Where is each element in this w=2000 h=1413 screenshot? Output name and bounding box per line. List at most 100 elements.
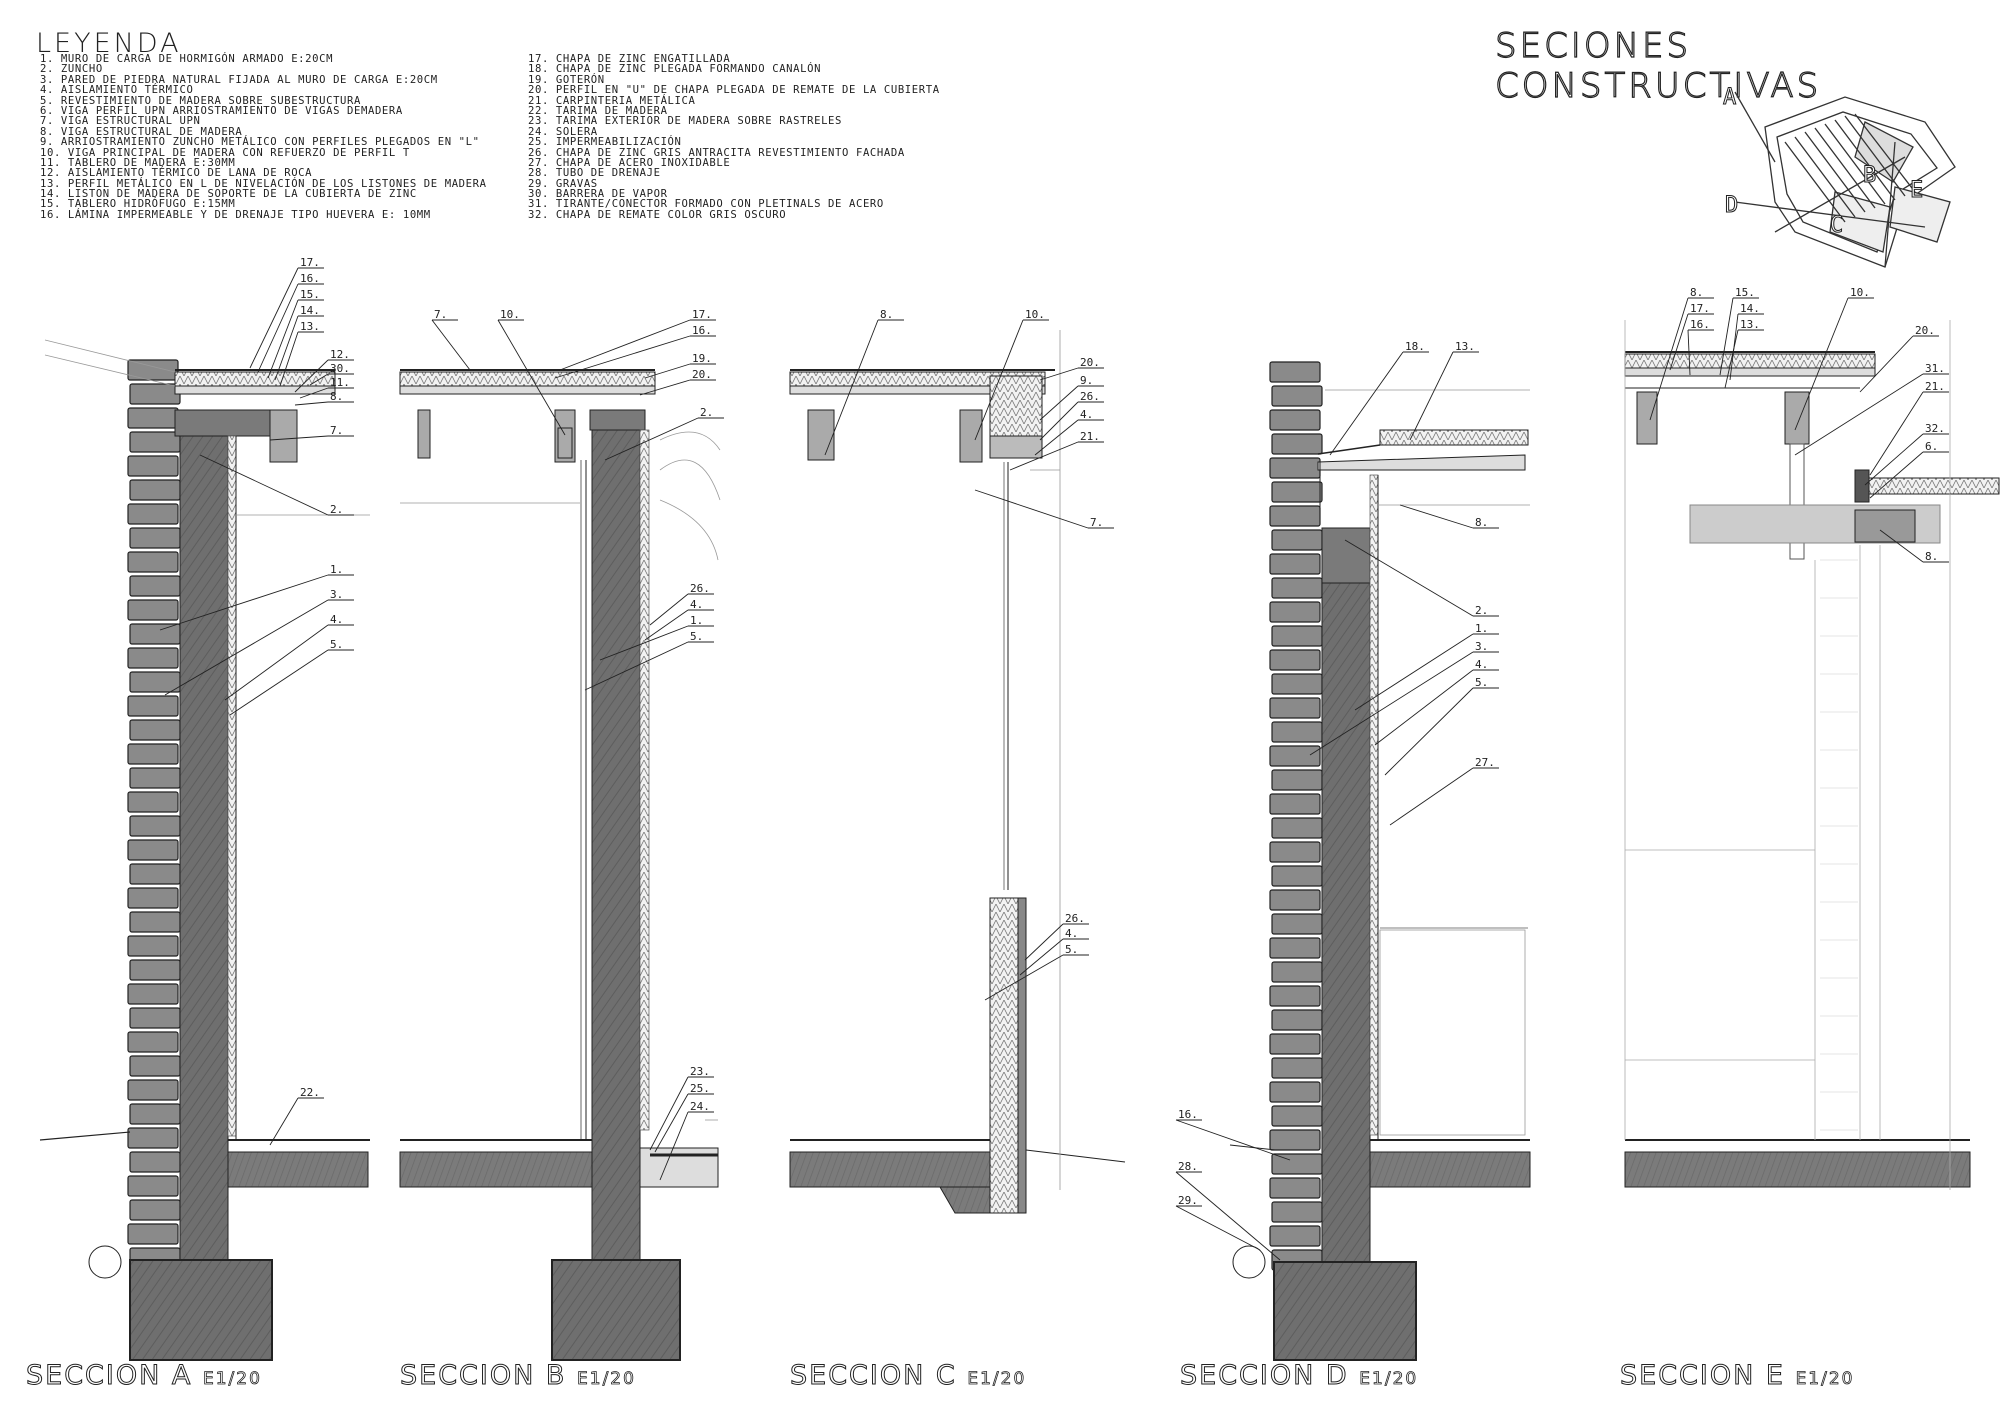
key-plan-letter-b: B — [1863, 163, 1876, 188]
legend-item: 27. CHAPA DE ACERO INOXIDABLE — [528, 156, 731, 169]
section-e-scale: E1/20 — [1795, 1369, 1855, 1390]
callout-leader — [267, 299, 299, 379]
callout-number: 14. — [1740, 302, 1760, 315]
key-plan: A B C D E — [1723, 85, 1956, 268]
section-a-concrete-wall — [179, 409, 229, 1271]
legend-item: 6. VIGA PERFIL UPN ARRIOSTRAMIENTO DE VI… — [40, 104, 403, 117]
callout-leader — [824, 319, 879, 456]
callout-leader — [1864, 433, 1924, 486]
section-a-drawing — [39, 339, 370, 1361]
callout-leader — [1879, 529, 1924, 563]
section-b-footing — [551, 1259, 681, 1361]
callout-number: 26. — [1065, 912, 1085, 925]
callout-leader — [559, 319, 691, 371]
section-b-title: SECCION B E1/20 — [399, 1360, 636, 1392]
callout-number: 29. — [1178, 1194, 1198, 1207]
legend-item: 1. MURO DE CARGA DE HORMIGÓN ARMADO E:20… — [40, 53, 334, 65]
callout-number: 25. — [690, 1082, 710, 1095]
section-c-scale: E1/20 — [967, 1369, 1027, 1390]
callout-labels: 17.16.15.14.13.12.30.11.8.7.2.1.3.4.5.22… — [159, 256, 1949, 1261]
callout-leader — [224, 624, 329, 701]
callout-leader — [1719, 297, 1734, 376]
callout-number: 13. — [1455, 340, 1475, 353]
legend-item: 29. GRAVAS — [528, 177, 598, 190]
sheet-title: SECIONES CONSTRUCTIVAS — [1494, 25, 1822, 106]
callout-leader — [299, 387, 329, 399]
section-d-title: SECCION D E1/20 — [1180, 1360, 1419, 1392]
callout-number: 5. — [1475, 676, 1488, 689]
callout-number: 10. — [1025, 308, 1045, 321]
callout-leader — [604, 417, 699, 461]
callout-number: 17. — [300, 256, 320, 269]
legend-item: 22. TARIMA DE MADERA — [528, 104, 668, 117]
callout-leader — [554, 335, 691, 379]
section-c-name: SECCION C — [790, 1360, 957, 1392]
section-a-scale: E1/20 — [202, 1369, 262, 1390]
legend-item: 18. CHAPA DE ZINC PLEGADA FORMANDO CANAL… — [528, 63, 822, 76]
callout-number: 21. — [1080, 430, 1100, 443]
legend-item: 16. LÁMINA IMPERMEABLE Y DE DRENAJE TIPO… — [40, 208, 431, 221]
callout-number: 19. — [692, 352, 712, 365]
legend-item: 28. TUBO DE DRENAJE — [528, 167, 661, 180]
callout-number: 8. — [1690, 286, 1703, 299]
callout-number: 13. — [300, 320, 320, 333]
callout-leader — [644, 609, 689, 641]
callout-leader — [249, 267, 299, 369]
callout-leader — [1389, 767, 1474, 826]
section-a-name: SECCION A — [25, 1360, 193, 1392]
section-c-title: SECCION C E1/20 — [790, 1360, 1027, 1392]
stone-wall — [1269, 361, 1323, 1271]
callout-leader — [1869, 391, 1924, 476]
callout-leader — [974, 319, 1024, 441]
callout-number: 4. — [1475, 658, 1488, 671]
callout-leader — [294, 359, 329, 393]
section-c-drawing — [789, 330, 1126, 1214]
callout-leader — [1009, 441, 1079, 471]
callout-number: 10. — [500, 308, 520, 321]
callout-number: 12. — [330, 348, 350, 361]
callout-leader — [497, 319, 566, 436]
callout-leader — [1649, 297, 1689, 421]
callout-leader — [974, 489, 1089, 529]
callout-leader — [1175, 1119, 1291, 1161]
section-e-drawing — [1624, 320, 2000, 1190]
callout-leader — [1039, 367, 1079, 381]
legend-item: 8. VIGA ESTRUCTURAL DE MADERA — [40, 125, 243, 138]
callout-number: 18. — [1405, 340, 1425, 353]
callout-number: 28. — [1178, 1160, 1198, 1173]
legend-item: 2. ZUNCHO — [40, 63, 103, 76]
legend-item: 19. GOTERÓN — [528, 73, 605, 86]
callout-number: 5. — [690, 630, 703, 643]
callout-number: 24. — [690, 1100, 710, 1113]
legend-item: 20. PERFIL EN "U" DE CHAPA PLEGADA DE RE… — [528, 84, 940, 97]
legend-item: 10. VIGA PRINCIPAL DE MADERA CON REFUERZ… — [40, 146, 410, 159]
section-d-scale: E1/20 — [1359, 1369, 1419, 1390]
callout-leader — [1039, 385, 1079, 421]
section-b-drawing — [399, 369, 721, 1361]
callout-leader — [644, 363, 691, 379]
key-plan-letter-d: D — [1725, 193, 1738, 218]
legend-item: 13. PERFIL METÁLICO EN L DE NIVELACIÓN D… — [40, 177, 487, 190]
callout-number: 15. — [1735, 286, 1755, 299]
callout-number: 13. — [1740, 318, 1760, 331]
callout-leader — [164, 599, 329, 696]
callout-number: 16. — [1690, 318, 1710, 331]
callout-leader — [639, 379, 691, 396]
legend-item: 31. TIRANTE/CONECTOR FORMADO CON PLETINA… — [528, 198, 884, 211]
legend-item: 21. CARPINTERIA METÁLICA — [528, 94, 696, 107]
section-b-concrete-wall — [591, 409, 641, 1271]
callout-number: 5. — [1065, 943, 1078, 956]
callout-number: 14. — [300, 304, 320, 317]
callout-leader — [1374, 669, 1474, 746]
callout-number: 1. — [330, 563, 343, 576]
callout-leader — [1024, 923, 1064, 961]
section-e-name: SECCION E — [1620, 1360, 1785, 1392]
callout-number: 11. — [330, 376, 350, 389]
section-b-name: SECCION B — [399, 1360, 567, 1392]
callout-leader — [1309, 651, 1474, 756]
legend-item: 11. TABLERO DE MADERA E:30MM — [40, 156, 236, 169]
key-plan-letter-c: C — [1830, 213, 1843, 238]
callout-number: 4. — [690, 598, 703, 611]
